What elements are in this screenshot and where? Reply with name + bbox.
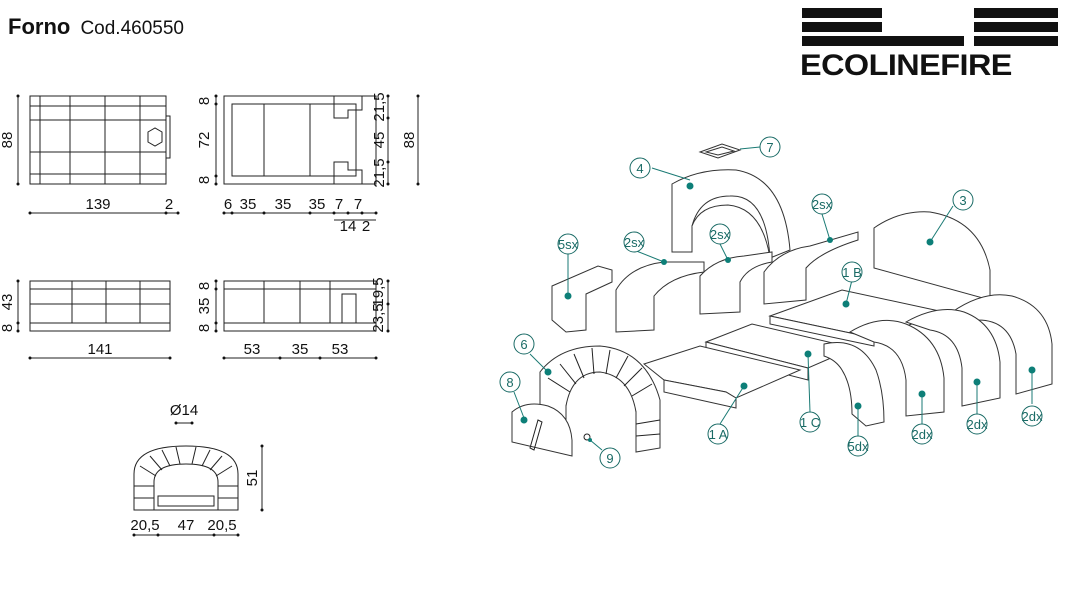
logo-bar bbox=[974, 8, 1058, 18]
side-outline bbox=[29, 280, 171, 332]
part-label: 6 bbox=[520, 337, 527, 352]
dim-label: 35 bbox=[292, 341, 309, 358]
brand-name: ECOLINEFIRE bbox=[800, 49, 1012, 82]
part-9-thermometer bbox=[583, 433, 591, 441]
dim-label: 35 bbox=[309, 196, 326, 213]
dim-label: 88 bbox=[401, 132, 418, 149]
logo-bar bbox=[802, 36, 964, 46]
dim-label: 14 bbox=[340, 218, 357, 235]
part-label: 2dx bbox=[967, 417, 988, 432]
part-label: 1 A bbox=[709, 427, 728, 442]
part-label: 2sx bbox=[710, 227, 731, 242]
dim-label: 2 bbox=[362, 218, 370, 235]
part-label: 3 bbox=[959, 193, 966, 208]
dim-label: 21,5 bbox=[371, 158, 388, 187]
part-8-door bbox=[511, 403, 573, 457]
dim-label: 72 bbox=[196, 132, 213, 149]
part-label: 9 bbox=[606, 451, 613, 466]
flue-diameter: Ø14 bbox=[170, 402, 198, 419]
side-view: 43 8 141 bbox=[0, 279, 172, 360]
brand-logo: ECOLINEFIRE bbox=[800, 4, 1062, 82]
dim-label: 141 bbox=[87, 341, 112, 358]
dim-label: 45 bbox=[371, 132, 388, 149]
dim-label: 20,5 bbox=[130, 517, 159, 534]
dim-label: 6 bbox=[224, 196, 232, 213]
exploded-view: 7 4 3 2sx 2sx 2sx 5sx 1 B 1 C 1 A 5dx 2d… bbox=[499, 136, 1053, 469]
part-label: 7 bbox=[766, 140, 773, 155]
dim-label: 35 bbox=[275, 196, 292, 213]
dim-label: 35 bbox=[240, 196, 257, 213]
dim-label: 35 bbox=[196, 298, 213, 315]
part-2sx bbox=[763, 231, 859, 305]
part-label: 5sx bbox=[558, 237, 579, 252]
part-3-back bbox=[873, 211, 991, 301]
dim-label: 8 bbox=[196, 324, 213, 332]
part-5dx bbox=[823, 342, 885, 427]
part-2sx bbox=[699, 251, 773, 315]
part-label: 2sx bbox=[624, 235, 645, 250]
dim-label: 47 bbox=[178, 517, 195, 534]
dim-label: 8 bbox=[196, 97, 213, 105]
dim-label: 53 bbox=[332, 341, 349, 358]
section-view: 8 35 8 19,5 23,5 53 35 53 bbox=[196, 277, 390, 360]
part-label: 1 B bbox=[842, 265, 862, 280]
dim-label: 7 bbox=[335, 196, 343, 213]
front-view: 88 139 2 bbox=[0, 94, 180, 215]
dim-label: 88 bbox=[0, 132, 16, 149]
logo-bar bbox=[974, 36, 1058, 46]
logo-bar bbox=[802, 8, 882, 18]
part-label: 2dx bbox=[1022, 409, 1043, 424]
dim-label: 8 bbox=[0, 324, 16, 332]
product-name: Forno bbox=[8, 14, 71, 39]
dim-label: 53 bbox=[244, 341, 261, 358]
part-label: 2dx bbox=[912, 427, 933, 442]
product-code: Cod.460550 bbox=[80, 18, 184, 39]
logo-bar bbox=[802, 22, 882, 32]
dim-label: 51 bbox=[244, 470, 261, 487]
logo-bar bbox=[974, 22, 1058, 32]
top-outline bbox=[223, 95, 377, 185]
dim-label: 21,5 bbox=[371, 92, 388, 121]
arch-outline bbox=[133, 445, 239, 511]
part-label: 5dx bbox=[848, 439, 869, 454]
dim-label: 23,5 bbox=[370, 303, 387, 332]
part-2sx bbox=[615, 261, 705, 333]
top-view: 8 72 8 21,5 45 21,5 88 6 35 35 35 7 7 14… bbox=[196, 92, 420, 235]
dim-label: 8 bbox=[196, 176, 213, 184]
part-label: 4 bbox=[636, 161, 643, 176]
part-label: 8 bbox=[506, 375, 513, 390]
dim-label: 2 bbox=[165, 196, 173, 213]
dim-label: 43 bbox=[0, 294, 16, 311]
part-5sx bbox=[551, 265, 613, 333]
dim-label: 8 bbox=[196, 282, 213, 290]
part-label: 1 C bbox=[800, 415, 820, 430]
dim-label: 7 bbox=[354, 196, 362, 213]
dim-label: 20,5 bbox=[207, 517, 236, 534]
page-title: Forno Cod.460550 bbox=[8, 14, 184, 40]
front-outline bbox=[29, 95, 167, 185]
dim-label: 19,5 bbox=[370, 277, 387, 306]
dim-label: 139 bbox=[85, 196, 110, 213]
part-label: 2sx bbox=[812, 197, 833, 212]
arch-view: Ø14 51 20,5 47 20,5 bbox=[130, 402, 264, 537]
